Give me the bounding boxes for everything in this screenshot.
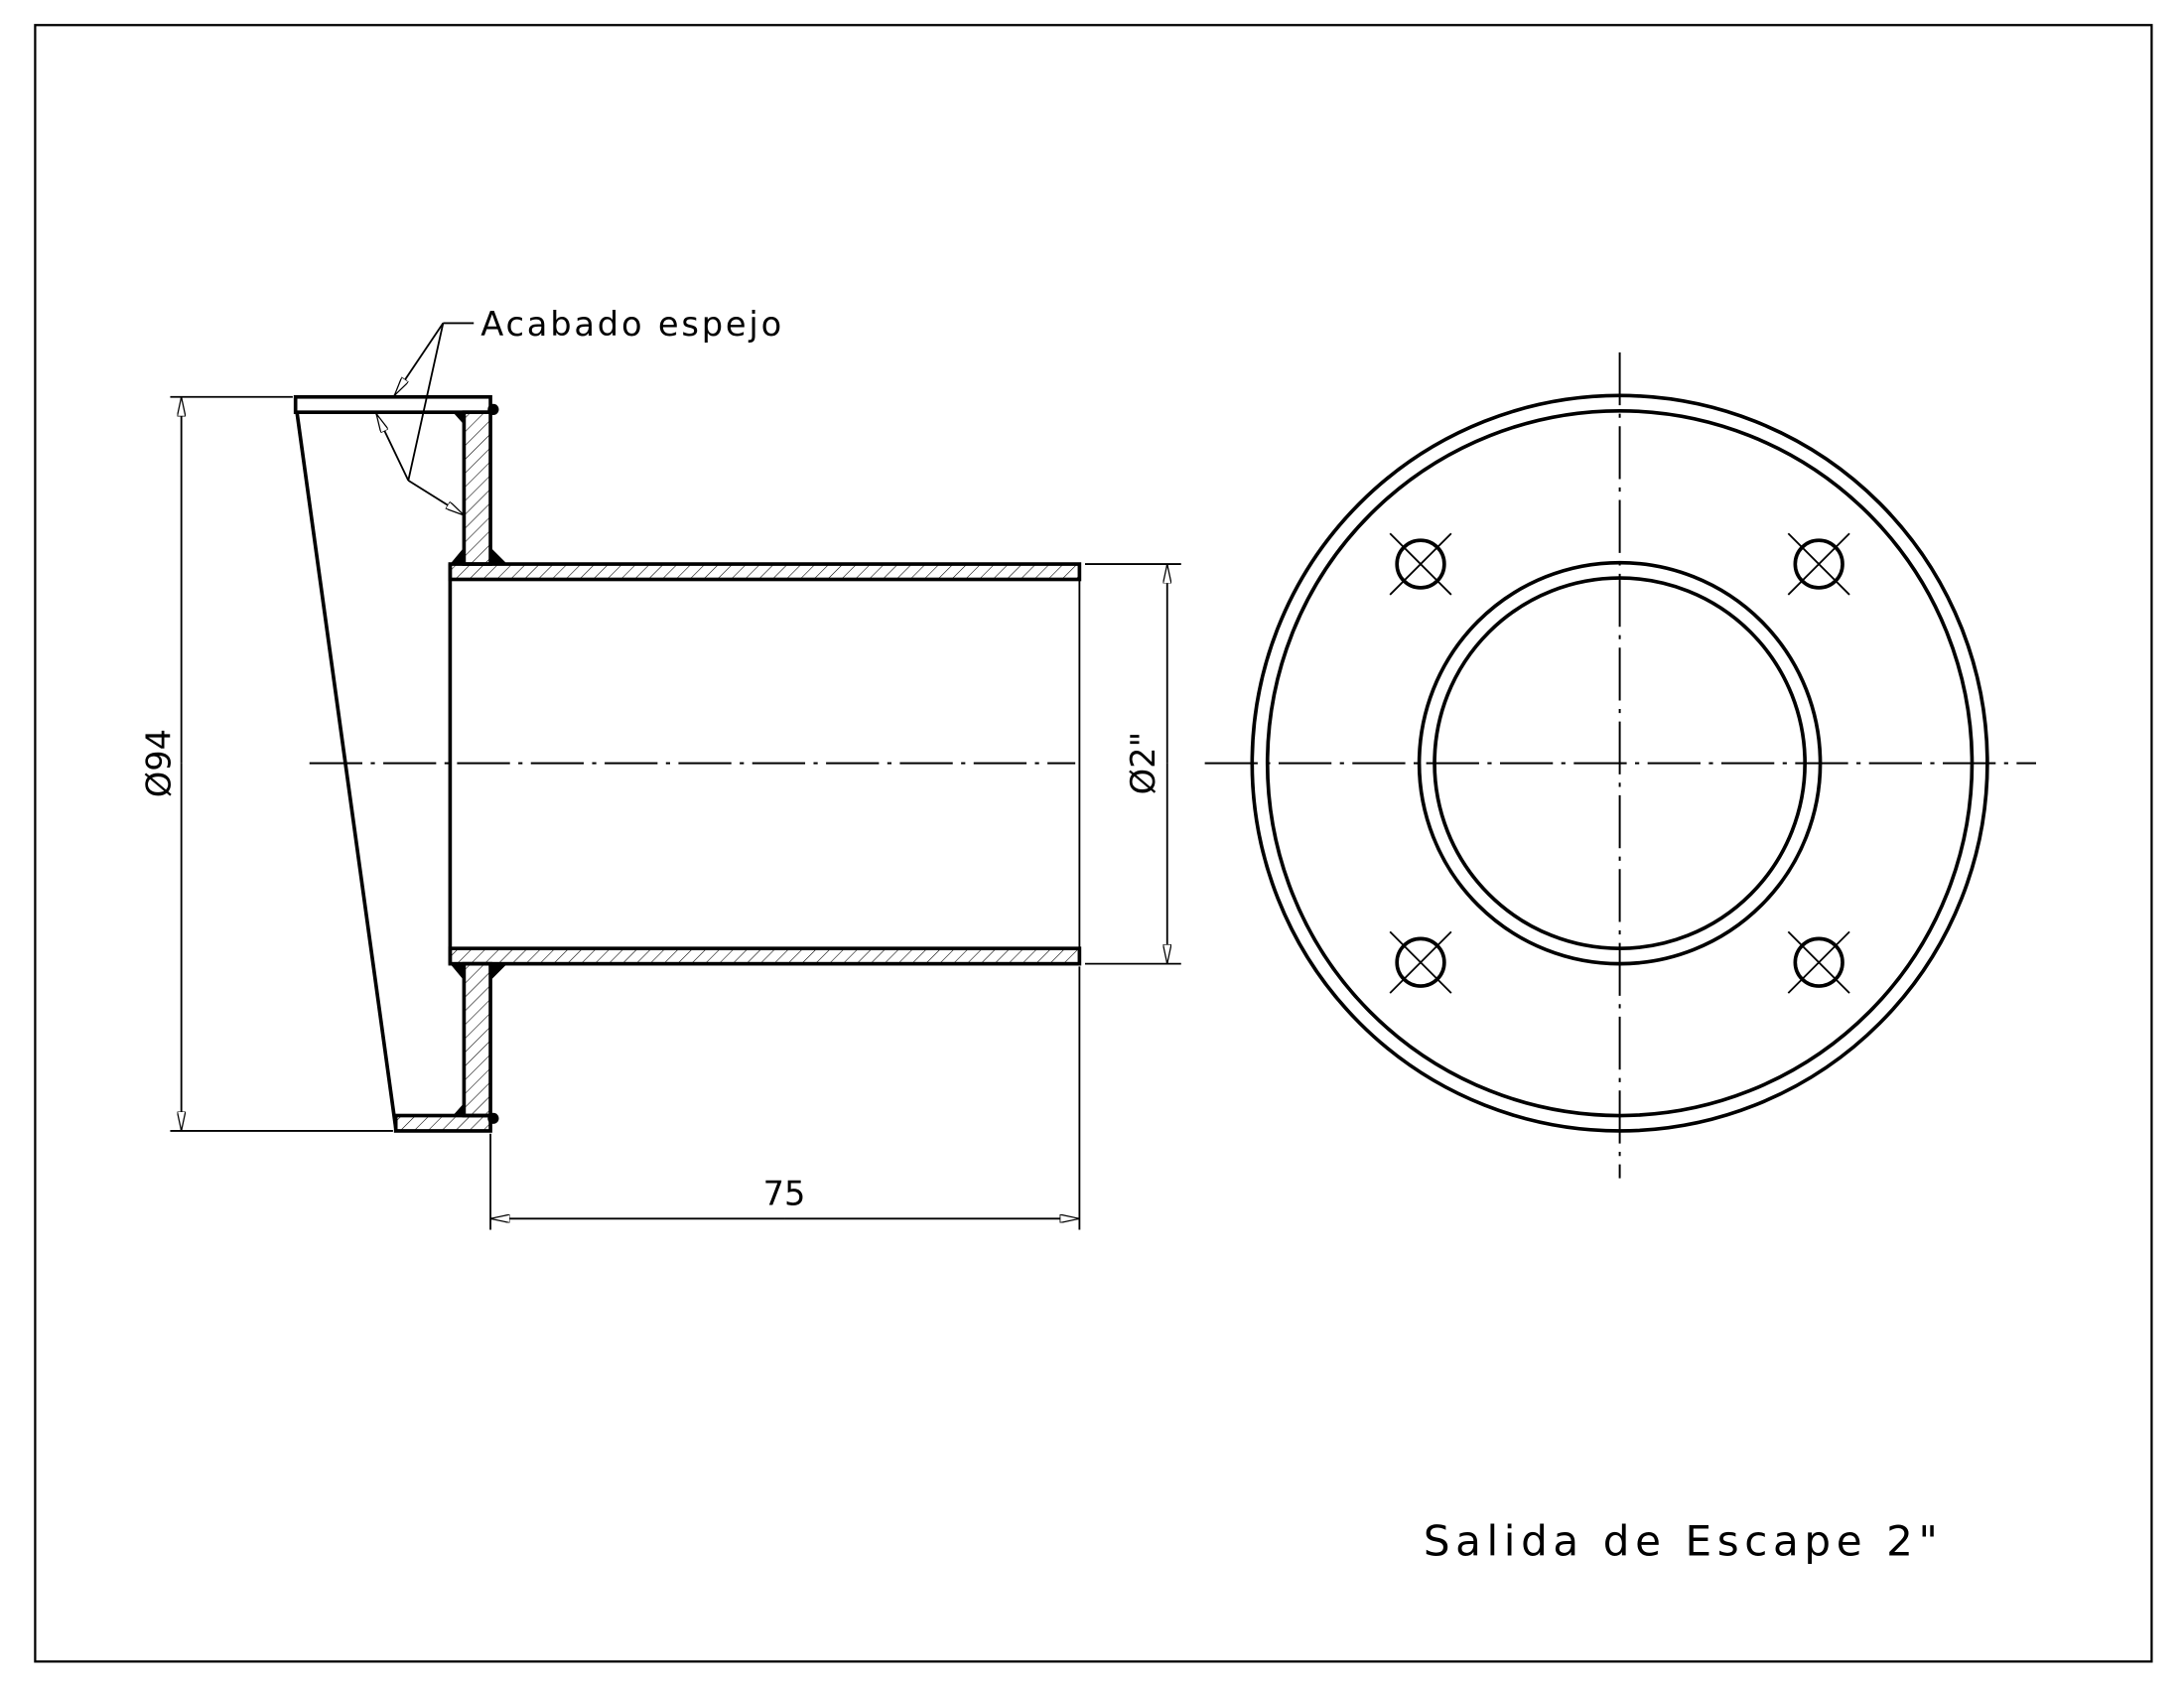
bolt-hole	[1389, 532, 1452, 596]
dimension-text-pipe-diameter: Ø2"	[1124, 732, 1162, 794]
pipe-wall-top	[448, 562, 1082, 582]
drawing-title: Salida de Escape 2"	[1424, 1517, 1944, 1566]
leader-note: Acabado espejo	[375, 305, 784, 516]
leader-note-text: Acabado espejo	[480, 305, 784, 344]
bolt-hole	[1389, 930, 1452, 994]
flange-plate-bottom	[462, 961, 492, 1118]
dimension-length: 75	[489, 966, 1081, 1230]
bolt-hole	[1787, 532, 1850, 596]
drawing-border	[34, 24, 2153, 1663]
bolt-hole	[1787, 930, 1850, 994]
side-section-view	[293, 394, 1082, 1133]
dimension-text-length: 75	[763, 1174, 806, 1212]
dimension-pipe-diameter: Ø2"	[1084, 563, 1181, 965]
pipe-wall-bottom	[448, 946, 1082, 966]
weld-bead	[487, 403, 499, 415]
dimension-text-flange-diameter: Ø94	[139, 729, 178, 797]
weld-bead	[487, 1112, 499, 1124]
flange-lip-top	[293, 394, 492, 415]
flange-plate-top	[462, 410, 492, 566]
front-view	[1204, 352, 2036, 1179]
flange-lip-bottom	[393, 1113, 492, 1133]
dimension-flange-diameter: Ø94	[139, 395, 393, 1132]
cone-edge	[295, 411, 398, 1129]
